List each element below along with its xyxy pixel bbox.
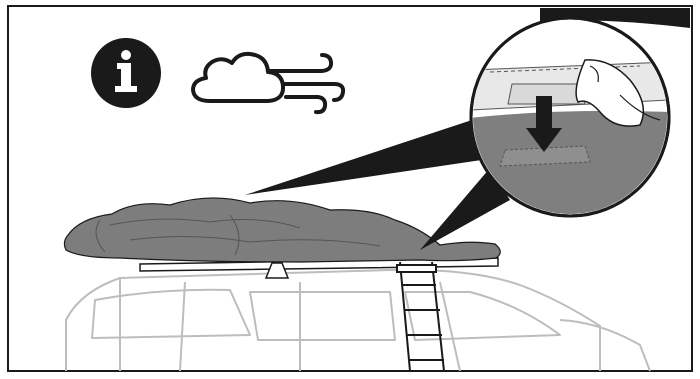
cloud-wind-icon — [193, 54, 343, 112]
ladder — [397, 262, 444, 371]
car-outline — [66, 270, 650, 371]
folded-tent-cover — [64, 198, 500, 262]
info-icon — [91, 38, 161, 108]
